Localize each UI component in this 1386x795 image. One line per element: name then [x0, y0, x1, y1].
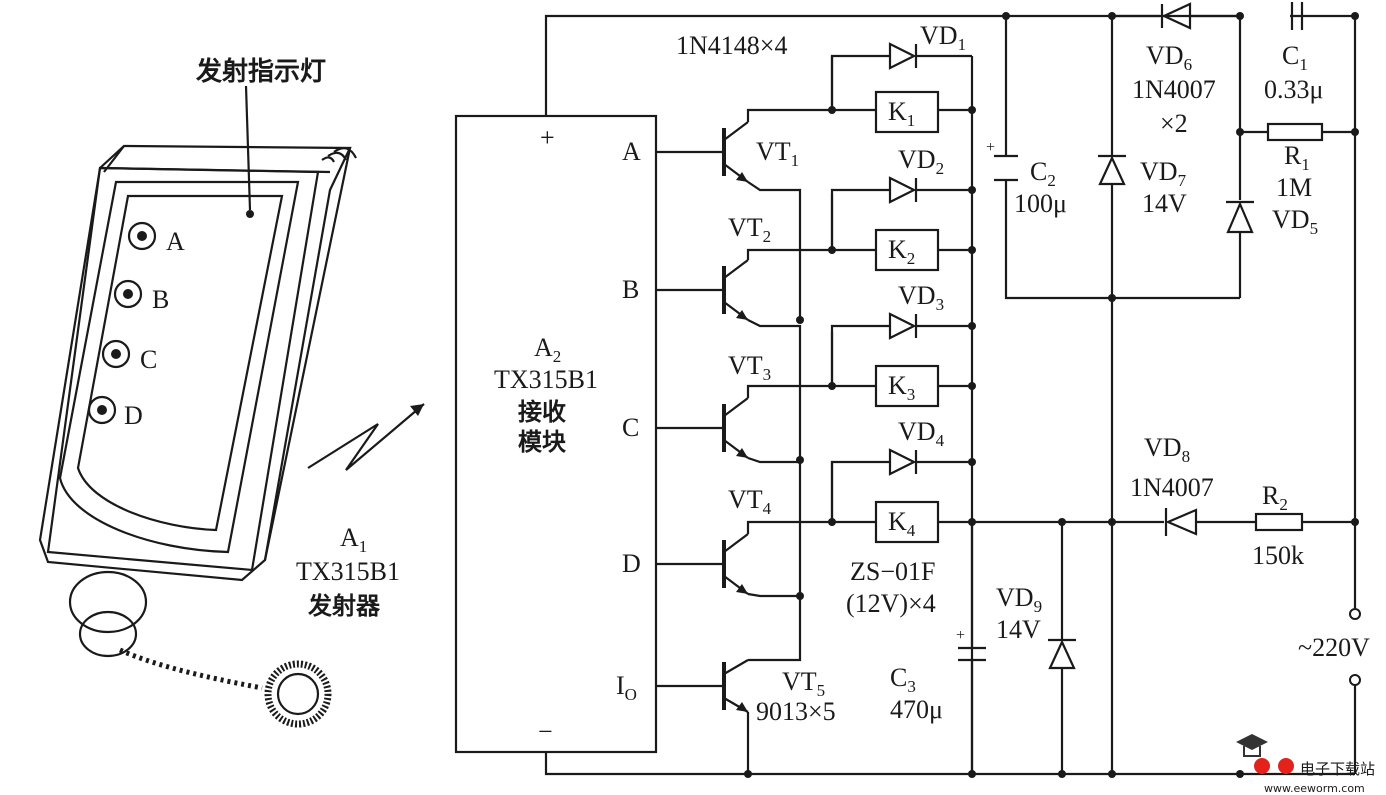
receiver-name-2: TX315B1 [494, 365, 598, 394]
transmitter-button-d [87, 395, 117, 425]
capacitor-c1 [1240, 2, 1304, 30]
receiver-minus: − [538, 717, 553, 746]
transmitter-name-2: TX315B1 [296, 557, 400, 586]
receiver-name-4: 模块 [518, 428, 566, 456]
diode-vd4 [888, 448, 918, 476]
wiring [544, 14, 1357, 776]
resistor-r2 [1254, 512, 1304, 532]
vt1-label: VT1 [756, 137, 799, 170]
diode-vd2 [888, 176, 918, 204]
relay-k3 [874, 364, 940, 408]
diode-vd1 [888, 42, 918, 70]
button-label-b: B [152, 285, 169, 314]
vt5-label: VT5 [782, 667, 825, 700]
transistor-vt3 [722, 397, 749, 459]
watermark-logo-icon [1254, 758, 1270, 774]
watermark: 电子下载站 www.eeworm.com [1236, 734, 1375, 795]
transmitter-button-b [113, 279, 143, 309]
svg-text:+: + [956, 627, 965, 644]
vd2-label: VD2 [898, 145, 944, 178]
pin-io: IO [616, 671, 637, 704]
vd3-label: VD3 [898, 281, 944, 314]
c1-label: C1 [1282, 41, 1308, 74]
resistor-r1 [1266, 122, 1324, 142]
r1-label: R1 [1284, 141, 1310, 174]
vd6-label: VD6 [1146, 41, 1192, 74]
relay-k2 [874, 228, 940, 272]
k1-label: K1 [888, 97, 915, 130]
diode-group-note: 1N4148×4 [676, 31, 787, 60]
receiver-name-1: A2 [534, 333, 561, 366]
mains-label: ~220V [1298, 633, 1370, 662]
vd9-value: 14V [996, 615, 1041, 644]
diode-vd6 [1112, 2, 1240, 30]
relay-k4 [874, 500, 940, 544]
vd8-model: 1N4007 [1130, 473, 1214, 502]
c2-label: C2 [1030, 157, 1056, 190]
relay-model-1: ZS−01F [850, 557, 935, 586]
vd7-label: VD7 [1140, 157, 1187, 190]
vd4-label: VD4 [898, 417, 945, 450]
button-label-a: A [166, 227, 185, 256]
vt4-label: VT4 [728, 485, 772, 518]
vd5-label: VD5 [1272, 205, 1318, 238]
receiver-module: + − A2 TX315B1 接收 模块 A B C D IO [454, 114, 658, 754]
relay-model-2: (12V)×4 [846, 589, 936, 618]
vd1-label: VD1 [920, 21, 966, 54]
r2-label: R2 [1262, 481, 1288, 514]
button-label-d: D [124, 401, 143, 430]
watermark-url: www.eeworm.com [1264, 782, 1365, 795]
junction-dots [744, 12, 1359, 778]
c1-value: 0.33μ [1264, 75, 1323, 104]
transistor-vt4 [722, 533, 749, 595]
transistor-vt2 [722, 259, 749, 321]
receiver-name-3: 接收 [518, 398, 566, 426]
vd8-label: VD8 [1144, 433, 1190, 466]
k4-label: K4 [888, 507, 916, 540]
transmitter-button-c [101, 339, 131, 369]
transmitter-button-a [127, 221, 157, 251]
zener-vd5 [1226, 200, 1254, 234]
watermark-brand: 电子下载站 [1300, 760, 1375, 778]
transistor-vt5 [722, 659, 749, 713]
button-label-c: C [140, 345, 157, 374]
transmitter-name-3: 发射器 [307, 592, 381, 620]
indicator-label: 发射指示灯 [195, 56, 326, 87]
r1-value: 1M [1276, 173, 1312, 202]
radio-link-symbol [307, 403, 425, 471]
mains-terminals [1349, 608, 1361, 686]
zener-vd9 [1048, 638, 1076, 670]
zener-vd7 [1098, 154, 1126, 186]
capacitor-c3: + [956, 627, 986, 774]
pin-a: A [622, 137, 641, 166]
svg-text:+: + [986, 139, 995, 156]
vt2-label: VT2 [728, 213, 771, 246]
capacitor-c2: + [986, 139, 1018, 182]
r2-value: 150k [1252, 541, 1304, 570]
c3-value: 470μ [890, 695, 943, 724]
pin-b: B [622, 275, 639, 304]
diode-vd3 [888, 312, 918, 340]
indicator-led [246, 210, 254, 218]
vd6-model: 1N4007 [1132, 75, 1216, 104]
vd6-count: ×2 [1160, 109, 1188, 138]
pin-c: C [622, 413, 639, 442]
transmitter-device: A B C D 发射指示灯 A1 TX315B1 发射器 [38, 56, 400, 728]
k3-label: K3 [888, 371, 915, 404]
k2-label: K2 [888, 235, 915, 268]
relay-k1 [874, 90, 940, 134]
pin-d: D [622, 549, 641, 578]
c2-value: 100μ [1014, 189, 1067, 218]
vd9-label: VD9 [996, 583, 1042, 616]
vt3-label: VT3 [728, 351, 771, 384]
receiver-plus: + [540, 123, 555, 152]
transmitter-name-1: A1 [340, 523, 367, 556]
transistor-model: 9013×5 [756, 697, 836, 726]
c3-label: C3 [890, 663, 916, 696]
vd7-value: 14V [1142, 189, 1187, 218]
transistor-vt1 [722, 121, 749, 183]
diode-vd8 [1164, 508, 1198, 536]
